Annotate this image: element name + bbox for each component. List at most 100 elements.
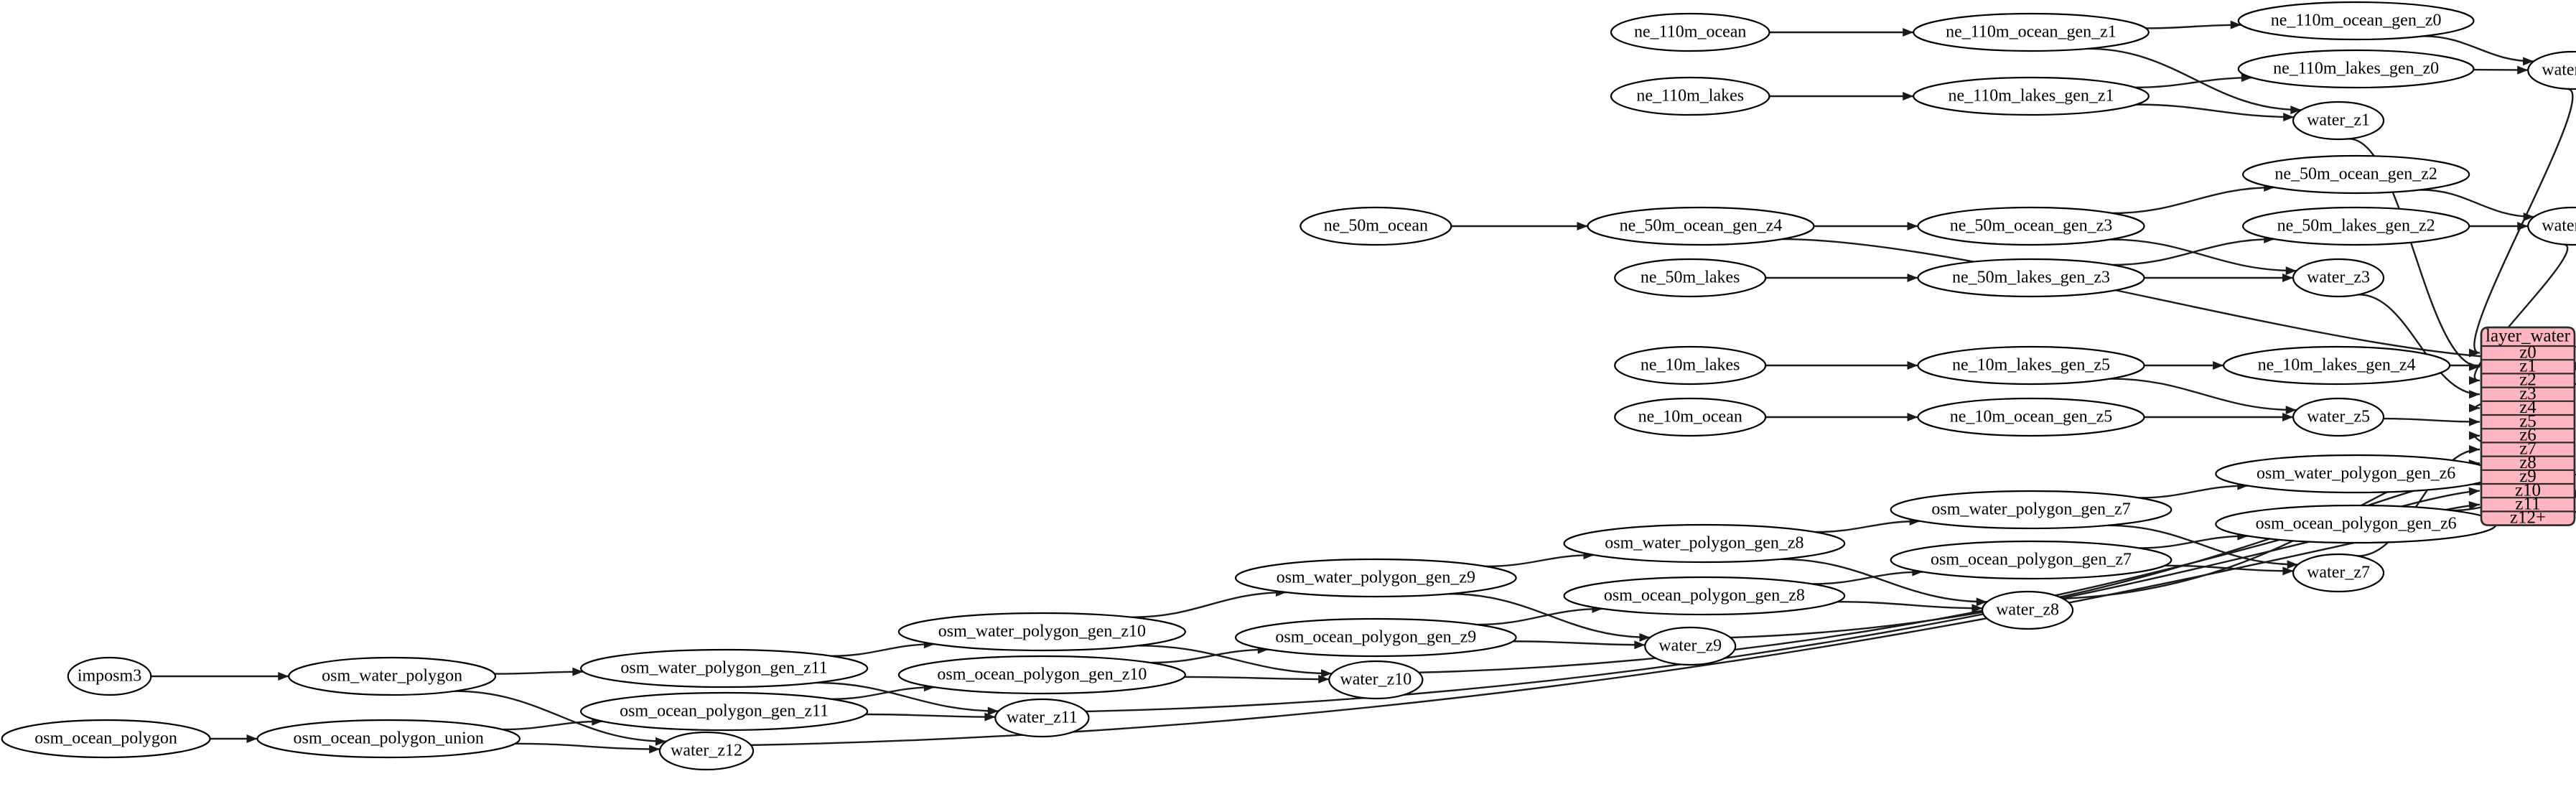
node-label: ne_110m_lakes_gen_z1 [1948,87,2114,106]
node-shape [1913,76,2150,116]
node-water_z0[interactable]: water_z0 [2527,50,2576,90]
edge-arrowhead [2285,406,2297,415]
node-osm_ocean_polygon_gen_z10[interactable]: osm_ocean_polygon_gen_z10 [897,655,1187,695]
node-ne_50m_lakes[interactable]: ne_50m_lakes [1614,258,1767,298]
node-ne_50m_lakes_gen_z2[interactable]: ne_50m_lakes_gen_z2 [2242,206,2470,246]
node-water_z7[interactable]: water_z7 [2292,553,2385,593]
node-osm_water_polygon_gen_z8[interactable]: osm_water_polygon_gen_z8 [1563,523,1846,564]
node-imposm3[interactable]: imposm3 [67,656,152,696]
edge-arrowhead [2282,274,2294,282]
edge-osm_water_polygon_gen_z8-to-water_z8 [1780,558,1987,603]
node-osm_ocean_polygon[interactable]: osm_ocean_polygon [1,719,211,759]
node-label: ne_110m_ocean_gen_z0 [2271,11,2442,30]
node-osm_water_polygon[interactable]: osm_water_polygon [288,656,497,696]
node-ne_10m_lakes_gen_z5[interactable]: ne_10m_lakes_gen_z5 [1917,345,2145,386]
record-row-z7[interactable]: z7 [2519,439,2537,459]
node-ne_50m_ocean_gen_z4[interactable]: ne_50m_ocean_gen_z4 [1587,206,1815,246]
edge-osm_ocean_polygon_gen_z9-to-water_z9 [1513,640,1646,646]
record-row-z9[interactable]: z9 [2519,467,2537,486]
record-row-z6[interactable]: z6 [2519,426,2537,445]
edge-arrowhead [2230,20,2241,29]
record-row-z5[interactable]: z5 [2519,411,2537,431]
edge-arrowhead [278,672,289,681]
node-ne_50m_ocean[interactable]: ne_50m_ocean [1299,206,1452,246]
record-row-label: z5 [2519,411,2537,431]
node-osm_ocean_polygon_union[interactable]: osm_ocean_polygon_union [256,719,521,759]
node-osm_water_polygon_gen_z11[interactable]: osm_water_polygon_gen_z11 [579,648,869,688]
node-water_z2[interactable]: water_z2 [2527,206,2576,246]
node-label: ne_50m_ocean [1324,217,1428,235]
node-shape [1614,397,1767,437]
edge-arrowhead [984,712,996,722]
node-ne_10m_ocean[interactable]: ne_10m_ocean [1614,397,1767,437]
node-osm_ocean_polygon_gen_z8[interactable]: osm_ocean_polygon_gen_z8 [1563,576,1846,616]
node-label: water_z12 [671,742,742,760]
node-ne_50m_lakes_gen_z3[interactable]: ne_50m_lakes_gen_z3 [1917,258,2145,298]
record-row-z0[interactable]: z0 [2519,342,2537,362]
node-water_z12[interactable]: water_z12 [658,731,755,771]
edge-ne_110m_lakes_gen_z1-to-ne_110m_lakes_gen_z0 [2134,76,2252,89]
node-water_z11[interactable]: water_z11 [994,698,1090,738]
edge-arrowhead [1907,413,1918,421]
node-label: osm_water_polygon [322,667,462,686]
node-water_z5[interactable]: water_z5 [2292,397,2385,437]
node-ne_10m_lakes_gen_z4[interactable]: ne_10m_lakes_gen_z4 [2222,345,2451,386]
node-ne_110m_lakes[interactable]: ne_110m_lakes [1610,76,1770,116]
edge-arrowhead [1577,222,1588,230]
node-ne_10m_lakes[interactable]: ne_10m_lakes [1614,345,1767,386]
edge-osm_water_polygon_gen_z8-to-osm_water_polygon_gen_z7 [1815,520,1921,533]
record-row-label: z1 [2519,357,2537,376]
node-ne_110m_lakes_gen_z1[interactable]: ne_110m_lakes_gen_z1 [1913,76,2150,116]
node-shape [658,731,755,771]
edge-ne_50m_ocean_gen_z3-to-water_z3 [2110,238,2297,272]
node-shape [2222,345,2451,386]
record-row-z3[interactable]: z3 [2519,384,2537,403]
record-row-z10[interactable]: z10 [2515,480,2541,500]
node-ne_110m_ocean[interactable]: ne_110m_ocean [1610,12,1770,52]
record-row-z8[interactable]: z8 [2519,453,2537,472]
node-ne_110m_ocean_gen_z0[interactable]: ne_110m_ocean_gen_z0 [2237,1,2475,41]
layer-water-title: layer_water [2486,327,2571,346]
edge-osm_water_polygon_gen_z7-to-water_z7 [2107,524,2298,566]
record-row-z12+[interactable]: z12+ [2510,508,2546,528]
record-row-z11[interactable]: z11 [2515,495,2540,514]
node-shape [994,698,1090,738]
node-water_z8[interactable]: water_z8 [1981,590,2074,630]
edge-arrowhead [1907,222,1918,230]
node-osm_water_polygon_gen_z6[interactable]: osm_water_polygon_gen_z6 [2215,454,2498,494]
nodes-layer: imposm3 osm_water_polygon osm_ocean_polygo… [1,1,2576,771]
node-water_z3[interactable]: water_z3 [2292,258,2385,298]
edge-osm_water_polygon_gen_z9-to-osm_water_polygon_gen_z8 [1485,554,1595,568]
node-osm_water_polygon_gen_z7[interactable]: osm_water_polygon_gen_z7 [1890,490,2173,530]
node-water_z10[interactable]: water_z10 [1328,660,1424,700]
edge-water_z5-to-layer_water.z5 [2383,417,2481,423]
node-osm_water_polygon_gen_z10[interactable]: osm_water_polygon_gen_z10 [897,612,1187,652]
node-water_z1[interactable]: water_z1 [2292,101,2385,141]
node-ne_50m_ocean_gen_z2[interactable]: ne_50m_ocean_gen_z2 [2242,154,2470,195]
node-osm_ocean_polygon_gen_z7[interactable]: osm_ocean_polygon_gen_z7 [1890,540,2173,580]
record-row-z2[interactable]: z2 [2519,370,2537,390]
node-osm_ocean_polygon_gen_z9[interactable]: osm_ocean_polygon_gen_z9 [1234,617,1517,658]
node-shape [579,691,869,732]
edge-arrowhead [1321,669,1333,678]
node-shape [579,648,869,688]
record-row-z4[interactable]: z4 [2519,398,2537,417]
node-ne_10m_ocean_gen_z5[interactable]: ne_10m_ocean_gen_z5 [1917,397,2145,437]
node-osm_ocean_polygon_gen_z11[interactable]: osm_ocean_polygon_gen_z11 [579,691,869,732]
edge-osm_ocean_polygon_gen_z9-to-osm_ocean_polygon_gen_z8 [1477,607,1603,626]
edge-osm_ocean_polygon_gen_z8-to-osm_ocean_polygon_gen_z7 [1812,571,1923,585]
edge-osm_water_polygon-to-osm_water_polygon_gen_z11 [494,671,584,675]
node-shape [1614,258,1767,298]
node-shape [897,612,1187,652]
node-ne_110m_lakes_gen_z0[interactable]: ne_110m_lakes_gen_z0 [2237,49,2475,89]
record-row-z1[interactable]: z1 [2519,357,2537,376]
node-osm_water_polygon_gen_z9[interactable]: osm_water_polygon_gen_z9 [1234,558,1517,598]
node-label: osm_water_polygon_gen_z9 [1277,569,1475,587]
node-label: imposm3 [78,667,141,686]
node-osm_ocean_polygon_gen_z6[interactable]: osm_ocean_polygon_gen_z6 [2215,504,2498,544]
node-ne_50m_ocean_gen_z3[interactable]: ne_50m_ocean_gen_z3 [1917,206,2145,246]
node-water_z9[interactable]: water_z9 [1644,626,1737,666]
node-ne_110m_ocean_gen_z1[interactable]: ne_110m_ocean_gen_z1 [1913,12,2150,52]
node-shape [1234,617,1517,658]
edge-arrowhead [2469,431,2480,440]
